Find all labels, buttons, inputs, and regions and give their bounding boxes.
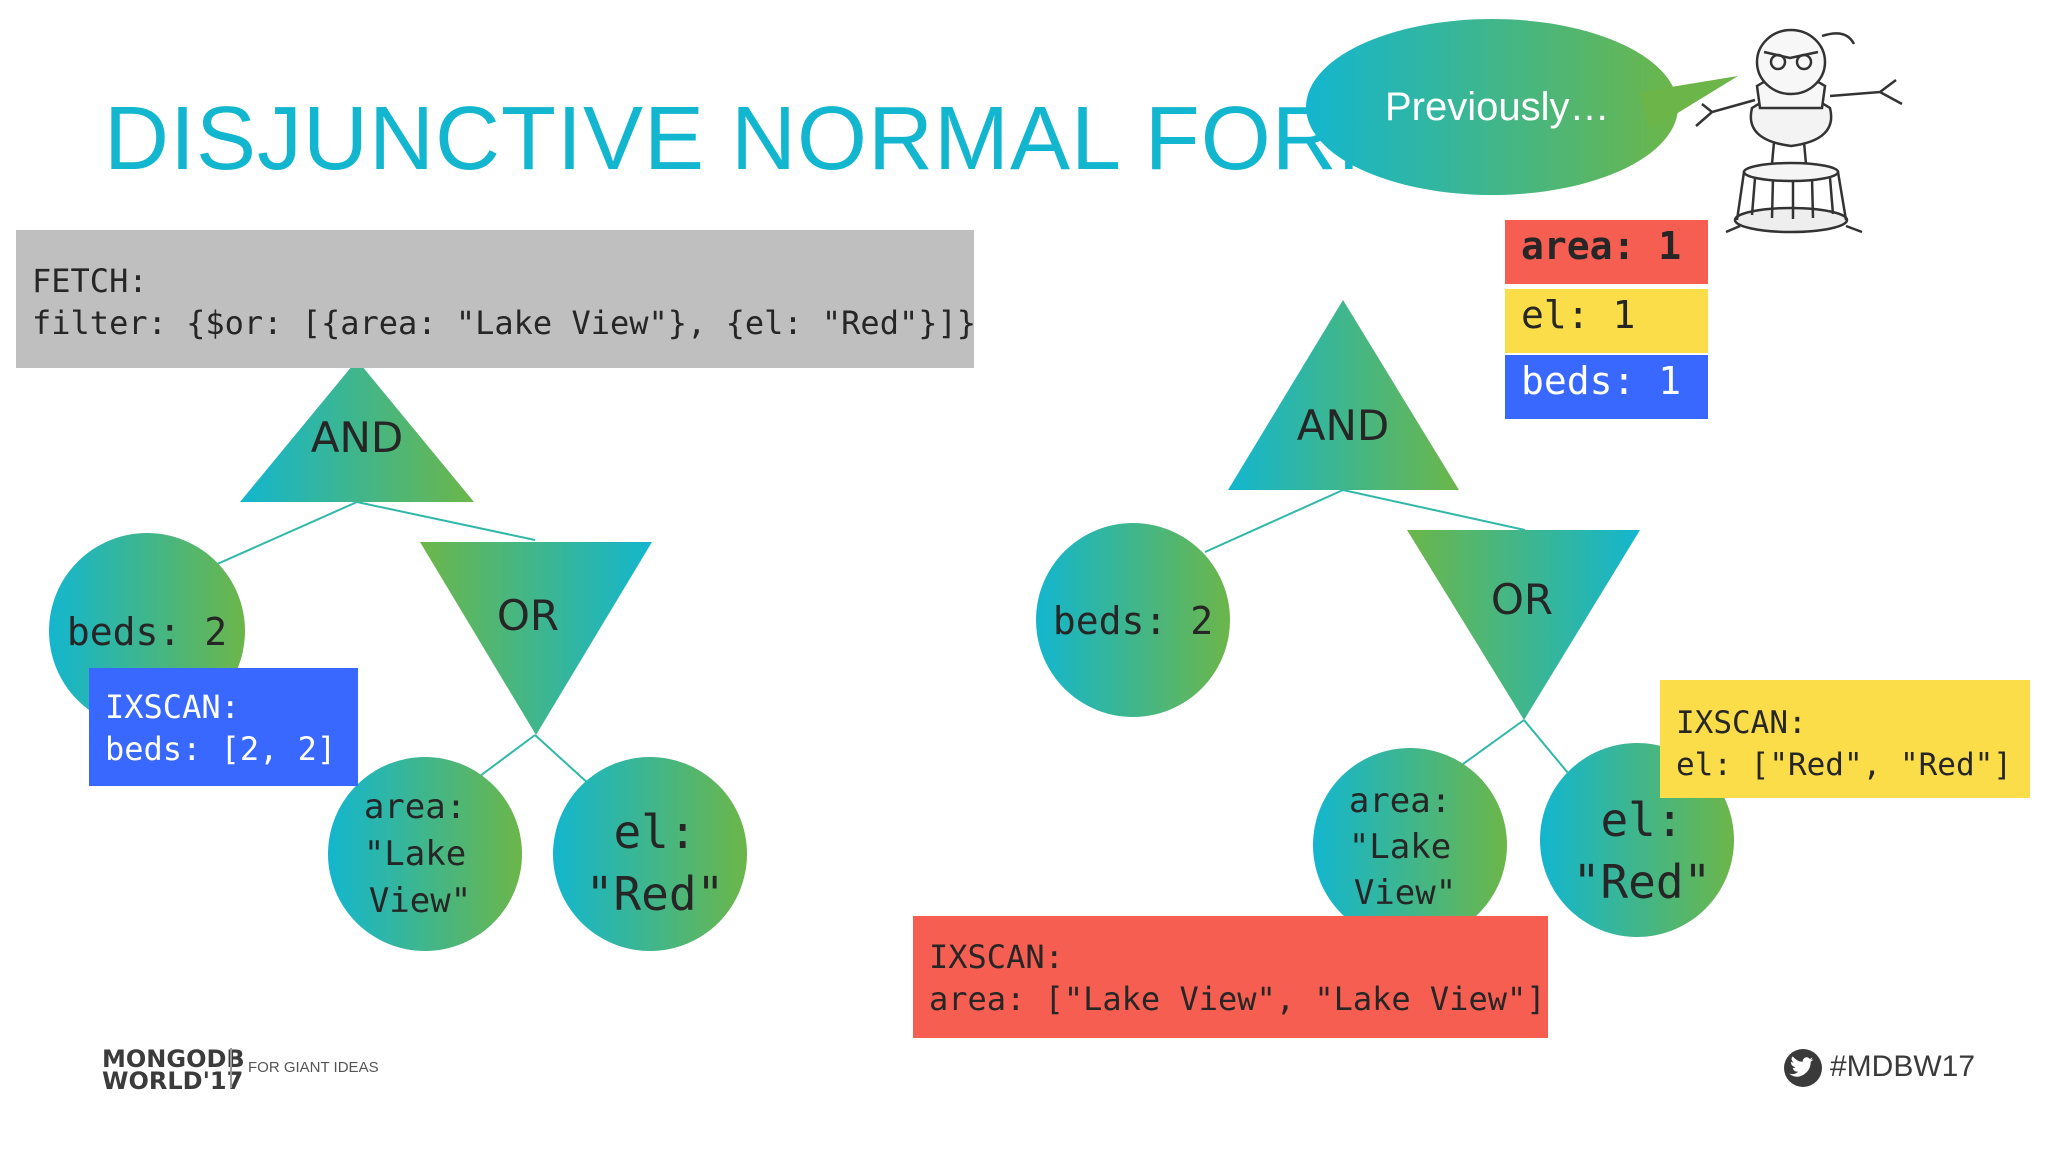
left-beds-label: beds: 2 <box>67 610 227 654</box>
right-area-label-1: area: <box>1349 781 1451 821</box>
right-el-label-1: el: <box>1600 793 1683 847</box>
left-or-triangle <box>420 542 652 735</box>
left-el-label-2: "Red" <box>586 867 724 921</box>
right-and-triangle <box>1228 300 1459 490</box>
legend-area: area: 1 <box>1505 220 1708 284</box>
left-area-label-2: "Lake <box>364 834 466 874</box>
logo-divider <box>230 1048 232 1088</box>
left-area-label-1: area: <box>364 787 466 827</box>
ixscan-el-line-2: el: ["Red", "Red"] <box>1676 747 2012 783</box>
ixscan-beds-line-1: IXSCAN: <box>105 688 240 726</box>
ixscan-area-box: IXSCAN: area: ["Lake View", "Lake View"] <box>913 916 1548 1038</box>
right-and-label: AND <box>1297 401 1390 450</box>
hashtag: #MDBW17 <box>1830 1050 1976 1083</box>
ixscan-area-line-1: IXSCAN: <box>929 938 1064 976</box>
speech-bubble <box>1306 19 1738 195</box>
right-area-label-3: View" <box>1354 873 1456 913</box>
legend-beds: beds: 1 <box>1505 355 1708 419</box>
ixscan-el-line-1: IXSCAN: <box>1676 705 1807 741</box>
left-el-node <box>553 757 747 951</box>
right-area-label-2: "Lake <box>1349 827 1451 867</box>
right-el-label-2: "Red" <box>1573 855 1711 909</box>
left-and-triangle <box>240 360 474 502</box>
tagline: FOR GIANT IDEAS <box>248 1059 379 1076</box>
left-tree-edges <box>214 501 591 786</box>
ixscan-area-line-2: area: ["Lake View", "Lake View"] <box>929 980 1546 1018</box>
ixscan-beds-line-2: beds: [2, 2] <box>105 730 337 768</box>
right-or-label: OR <box>1491 575 1553 624</box>
twitter-icon <box>1784 1049 1822 1087</box>
left-or-label: OR <box>497 591 559 640</box>
ixscan-el-box: IXSCAN: el: ["Red", "Red"] <box>1660 680 2030 798</box>
left-area-label-3: View" <box>369 881 471 921</box>
right-beds-node <box>1036 523 1230 717</box>
mongodb-world-logo: MONGODB WORLD'17 <box>102 1045 245 1095</box>
speech-text: Previously… <box>1385 85 1610 129</box>
left-el-label-1: el: <box>613 805 696 859</box>
right-beds-label: beds: 2 <box>1053 599 1213 643</box>
left-and-label: AND <box>311 413 404 462</box>
fetch-line-1: FETCH: <box>32 262 148 300</box>
fetch-line-2: filter: {$or: [{area: "Lake View"}, {el:… <box>32 304 977 342</box>
ixscan-beds-box: IXSCAN: beds: [2, 2] <box>89 668 358 786</box>
slide-title: DISJUNCTIVE NORMAL FORM <box>104 89 1414 189</box>
right-or-triangle <box>1407 530 1640 720</box>
left-area-node <box>328 757 522 951</box>
right-tree-edges <box>1204 489 1569 774</box>
legend-el: el: 1 <box>1505 289 1708 353</box>
right-area-node <box>1313 748 1507 942</box>
lorax-illustration <box>1695 28 1903 234</box>
fetch-box: FETCH: filter: {$or: [{area: "Lake View"… <box>16 230 977 368</box>
